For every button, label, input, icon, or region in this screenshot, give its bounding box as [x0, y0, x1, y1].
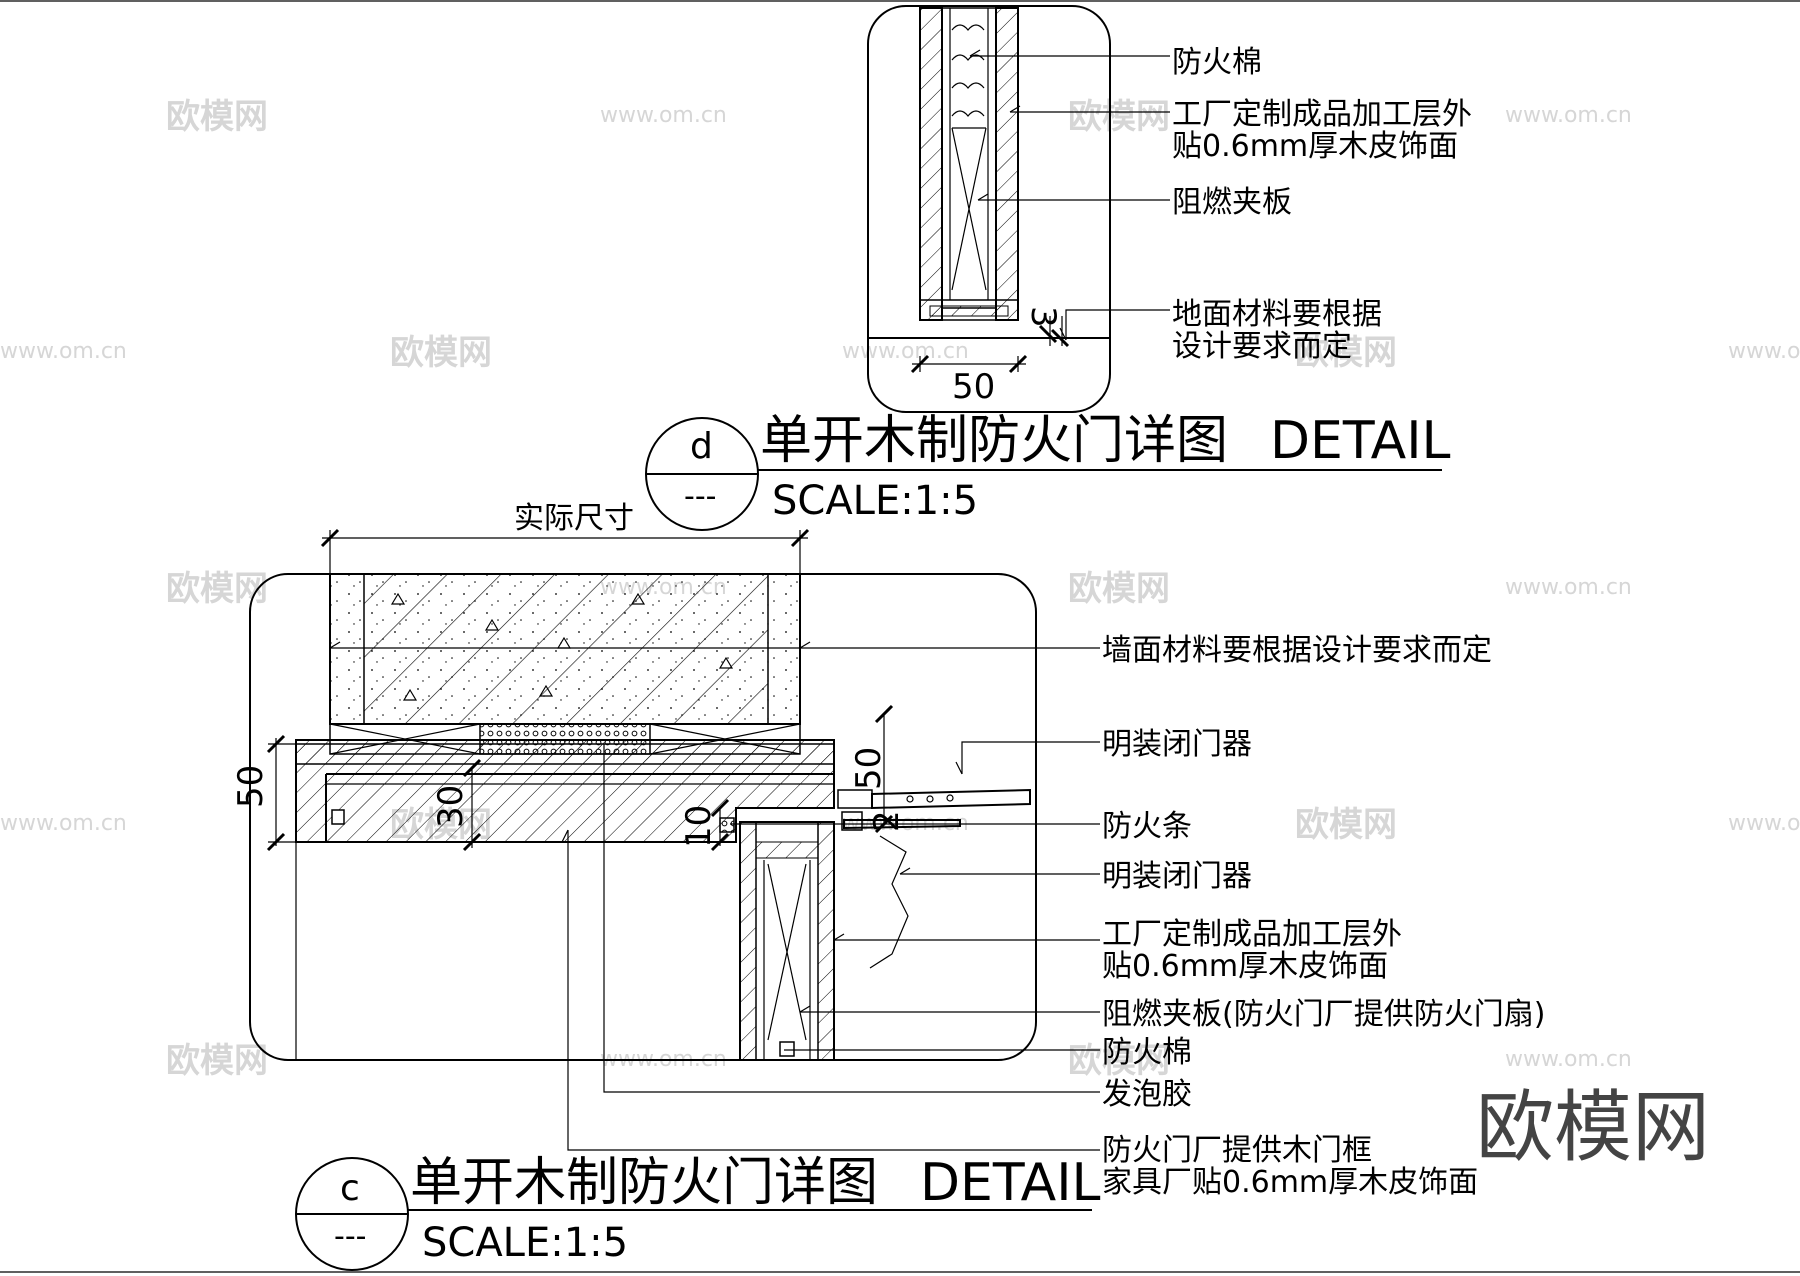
fire-strip	[719, 817, 735, 833]
detail-c-title-en: DETAIL	[920, 1153, 1101, 1213]
watermark-url: www.om.cn	[1505, 1047, 1632, 1072]
label-frame-2: 家具厂贴0.6mm厚木皮饰面	[1102, 1165, 1478, 1200]
door-closer	[837, 788, 1031, 969]
door-leaf-right-veneer	[995, 7, 1019, 321]
label-plywood: 阻燃夹板	[1172, 185, 1292, 220]
watermark-brand: 欧模网	[1295, 333, 1397, 373]
detail-c-letter: c	[340, 1168, 360, 1209]
label-wall: 墙面材料要根据设计要求而定	[1102, 633, 1492, 668]
leader-closer-1	[961, 741, 1100, 774]
detail-d: 3 50 防火棉 工厂定制成品加工层外 贴0.6mm厚木皮饰面 阻燃夹板 地面材…	[645, 5, 1472, 531]
watermark-brand: 欧模网	[166, 569, 268, 609]
watermark-url: www.om.cn	[600, 103, 727, 128]
label-closer-1: 明装闭门器	[1102, 727, 1252, 762]
label-veneer-2: 贴0.6mm厚木皮饰面	[1172, 129, 1458, 164]
detail-d-title: 单开木制防火门详图	[760, 411, 1228, 471]
detail-c-scale: SCALE:1:5	[422, 1220, 628, 1266]
watermark-url: www.om.cn	[0, 811, 127, 836]
leader-floor	[1065, 309, 1170, 340]
dim-50-right: 50	[849, 747, 889, 790]
detail-d-frame	[867, 5, 1111, 413]
door-leaf-left-veneer	[919, 7, 943, 321]
dim-3: 3	[1023, 306, 1063, 328]
watermark-brand: 欧模网	[166, 1041, 268, 1081]
label-floor-1: 地面材料要根据	[1172, 297, 1382, 332]
detail-c-dash: ---	[334, 1219, 366, 1254]
label-plywood-c: 阻燃夹板(防火门厂提供防火门扇)	[1102, 997, 1545, 1032]
label-veneer-c-2: 贴0.6mm厚木皮饰面	[1102, 949, 1388, 984]
label-closer-2: 明装闭门器	[1102, 859, 1252, 894]
label-veneer-1: 工厂定制成品加工层外	[1172, 97, 1472, 132]
watermark-brand: 欧模网	[1068, 569, 1170, 609]
label-veneer-c-1: 工厂定制成品加工层外	[1102, 917, 1402, 952]
detail-d-scale: SCALE:1:5	[772, 478, 978, 524]
fire-wool-symbol	[951, 24, 985, 117]
watermark-brand-large: 欧模网	[1476, 1083, 1710, 1173]
label-fire-strip: 防火条	[1102, 809, 1192, 844]
dim-10: 10	[679, 805, 719, 848]
dim-2: 2	[867, 810, 907, 832]
watermark-url: www.om.cn	[1728, 811, 1800, 836]
dim-50: 50	[952, 367, 995, 407]
watermark-url: www.om.cn	[1505, 103, 1632, 128]
leader-frame	[567, 830, 1100, 1151]
dim-50-left: 50	[231, 765, 271, 808]
watermark-url: www.om.cn	[842, 339, 969, 364]
leader-foam	[603, 744, 1100, 1093]
watermark-brand: 欧模网	[1068, 97, 1170, 137]
detail-d-title-en: DETAIL	[1270, 411, 1451, 471]
detail-d-dash: ---	[684, 479, 716, 514]
label-frame-1: 防火门厂提供木门框	[1102, 1133, 1372, 1168]
watermarks: 欧模网 www.om.cn 欧模网 www.om.cn www.om.cn 欧模…	[0, 97, 1800, 1173]
watermark-url: www.om.cn	[1505, 575, 1632, 600]
watermark-brand: 欧模网	[1068, 1041, 1170, 1081]
label-fire-wool: 防火棉	[1172, 45, 1262, 80]
dim-30: 30	[431, 785, 471, 828]
dim-actual-size: 实际尺寸	[514, 501, 634, 536]
watermark-brand: 欧模网	[166, 97, 268, 137]
label-foam: 发泡胶	[1102, 1077, 1192, 1112]
concrete-marks	[390, 592, 734, 701]
watermark-brand: 欧模网	[390, 333, 492, 373]
label-floor-2: 设计要求而定	[1172, 329, 1352, 364]
detail-c-title: 单开木制防火门详图	[410, 1153, 878, 1213]
detail-d-letter: d	[690, 426, 713, 467]
detail-c: 实际尺寸	[231, 501, 1545, 1271]
watermark-brand: 欧模网	[1295, 805, 1397, 845]
watermark-url: www.om.cn	[0, 339, 127, 364]
label-fire-wool-c: 防火棉	[1102, 1035, 1192, 1070]
watermark-url: www.om.cn	[1728, 339, 1800, 364]
